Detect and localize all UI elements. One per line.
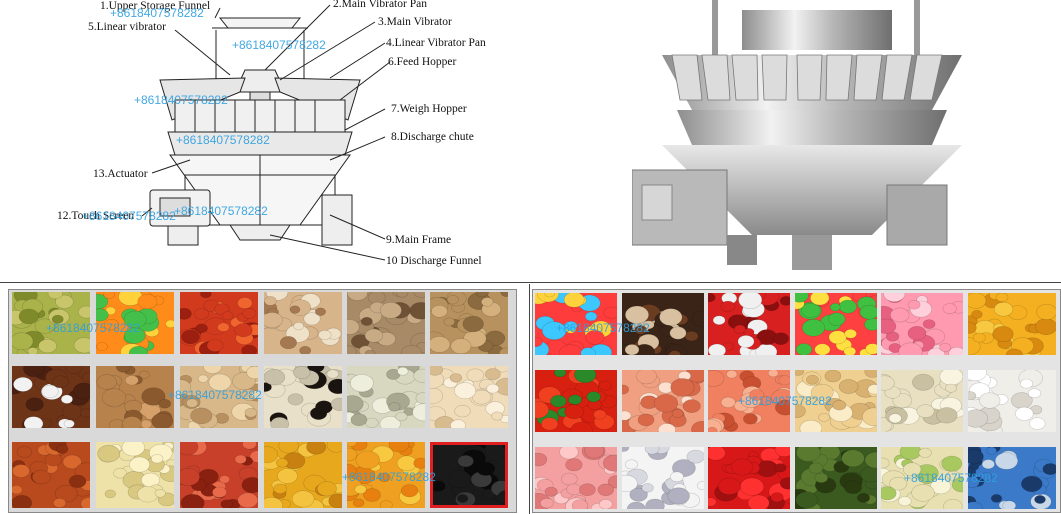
product-tile-corn-kernels xyxy=(347,442,425,508)
watermark: +8618407578282 xyxy=(46,321,140,335)
product-tile-jelly-candy xyxy=(96,292,174,354)
product-tile-pink-candies xyxy=(881,293,963,355)
product-tile-lotus-root-slices xyxy=(881,370,963,432)
product-tile-eggs xyxy=(622,447,704,509)
watermark: +8618407578282 xyxy=(342,470,436,484)
label-main-frame: 9.Main Frame xyxy=(386,234,452,246)
product-tile-dried-shrimp xyxy=(708,370,790,432)
product-tile-wrapped-candies xyxy=(708,293,790,355)
product-tile-walnuts xyxy=(347,292,425,354)
product-tile-lollipops xyxy=(535,293,617,355)
label-main-vibrator-pan: 2.Main Vibrator Pan xyxy=(333,0,427,10)
label-upper-storage-funnel: 1.Upper Storage Funnel xyxy=(100,0,211,12)
product-tile-soybeans xyxy=(264,442,342,508)
machine-photo-drawing xyxy=(631,0,962,270)
product-tile-dumplings xyxy=(968,370,1056,432)
label-main-vibrator: 3.Main Vibrator xyxy=(378,16,452,28)
product-tile-raisins xyxy=(12,292,90,354)
label-touch-screen: 12.Touch Screen xyxy=(57,210,135,222)
label-linear-vibrator: 5.Linear vibrator xyxy=(88,21,166,33)
vertical-divider xyxy=(529,284,530,514)
product-tile-puffed-snacks xyxy=(795,370,877,432)
product-tile-pink-balls xyxy=(535,447,617,509)
product-tile-black-beans-selected xyxy=(430,442,508,508)
label-weigh-hopper: 7.Weigh Hopper xyxy=(391,103,467,115)
watermark: +8618407578282 xyxy=(738,394,832,408)
label-discharge-chute: 8.Discharge chute xyxy=(391,131,474,143)
product-tile-bean-sprouts xyxy=(881,447,963,509)
watermark: +8618407578282 xyxy=(174,204,268,218)
product-tile-white-peanuts xyxy=(96,442,174,508)
watermark: +8618407578282 xyxy=(904,471,998,485)
product-tile-red-peanuts xyxy=(12,442,90,508)
product-tile-apricots xyxy=(968,293,1056,355)
product-tile-red-chili xyxy=(708,447,790,509)
product-tile-chestnuts xyxy=(12,366,90,428)
product-tile-walnut-kernels xyxy=(264,292,342,354)
watermark: +8618407578282 xyxy=(134,93,228,107)
product-tile-seaweed xyxy=(795,447,877,509)
product-tile-almonds xyxy=(96,366,174,428)
watermark: +8618407578282 xyxy=(82,209,176,223)
product-tile-pumpkin-seeds xyxy=(347,366,425,428)
watermark: +8618407578282 xyxy=(232,38,326,52)
watermark: +8618407578282 xyxy=(168,388,262,402)
label-linear-vibrator-pan: 4.Linear Vibrator Pan xyxy=(386,37,486,49)
product-tile-shrimp xyxy=(622,370,704,432)
product-tile-cashews xyxy=(430,366,508,428)
product-tile-jelly-beans xyxy=(795,293,877,355)
product-tile-black-eyed-beans xyxy=(264,366,342,428)
machine-diagram-drawing xyxy=(141,4,391,261)
label-actuator: 13.Actuator xyxy=(93,168,148,180)
watermark: +8618407578282 xyxy=(110,6,204,20)
product-tile-red-dates xyxy=(180,292,258,354)
product-tile-peanuts-in-shell xyxy=(180,366,258,428)
horizontal-divider xyxy=(0,282,1061,283)
watermark: +8618407578282 xyxy=(176,133,270,147)
watermark: +8618407578282 xyxy=(556,321,650,335)
machine-diagram: 1.Upper Storage Funnel 2.Main Vibrator P… xyxy=(0,0,530,270)
product-tile-sample-tubes xyxy=(968,447,1056,509)
product-tile-chocolates xyxy=(622,293,704,355)
machine-photo xyxy=(631,0,962,276)
product-tile-longan xyxy=(430,292,508,354)
label-discharge-funnel: 10 Discharge Funnel xyxy=(386,255,482,267)
product-tile-tomatoes xyxy=(535,370,617,432)
label-feed-hopper: 6.Feed Hopper xyxy=(388,56,457,68)
product-tile-red-beans xyxy=(180,442,258,508)
